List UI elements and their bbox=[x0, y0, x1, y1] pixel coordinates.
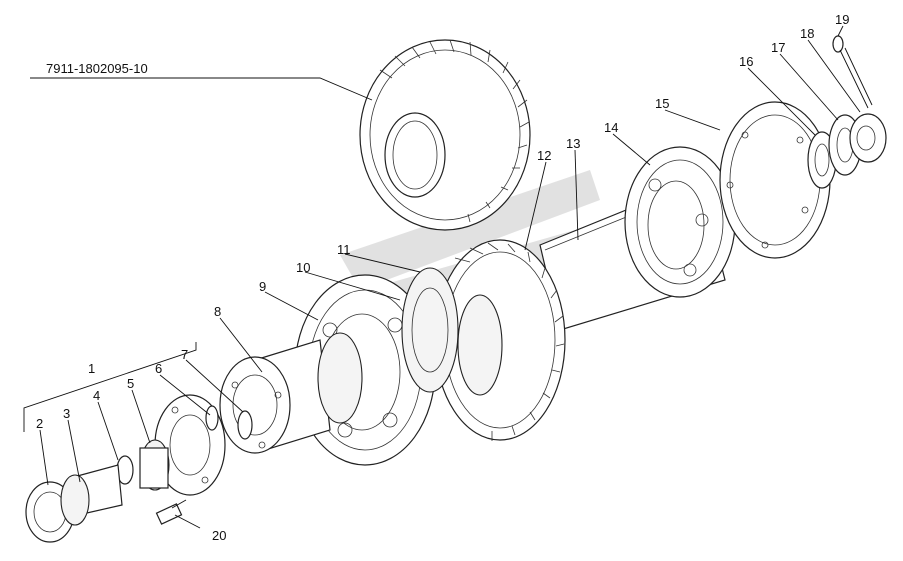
gear-teeth bbox=[379, 39, 530, 223]
bolt bbox=[155, 499, 187, 525]
needle-bearing bbox=[25, 474, 90, 543]
callout-11: 11 bbox=[337, 242, 351, 257]
callout-14: 14 bbox=[604, 120, 618, 135]
callout-6: 6 bbox=[155, 361, 162, 376]
callout-9: 9 bbox=[259, 279, 266, 294]
callout-10: 10 bbox=[296, 260, 310, 275]
part-number-label: 7911-1802095-10 bbox=[46, 61, 148, 76]
spline-shaft bbox=[317, 332, 363, 424]
spacer-ring bbox=[205, 405, 219, 431]
callout-12: 12 bbox=[537, 148, 551, 163]
spline-stub bbox=[139, 439, 170, 491]
callout-17: 17 bbox=[771, 40, 785, 55]
callout-2: 2 bbox=[36, 416, 43, 431]
callout-4: 4 bbox=[93, 388, 100, 403]
circlip bbox=[237, 410, 253, 440]
callout-16: 16 bbox=[739, 54, 753, 69]
callout-18: 18 bbox=[800, 26, 814, 41]
callout-13: 13 bbox=[566, 136, 580, 151]
callout-3: 3 bbox=[63, 406, 70, 421]
callout-5: 5 bbox=[127, 376, 134, 391]
callout-19: 19 bbox=[835, 12, 849, 27]
callout-15: 15 bbox=[655, 96, 669, 111]
leader-lines bbox=[23, 25, 861, 529]
idler-gear bbox=[359, 39, 531, 231]
callout-20: 20 bbox=[212, 528, 226, 543]
callout-8: 8 bbox=[214, 304, 221, 319]
callout-7: 7 bbox=[181, 347, 188, 362]
bearing-right bbox=[624, 146, 736, 298]
coupling-sleeve bbox=[219, 339, 331, 454]
callout-1: 1 bbox=[88, 361, 95, 376]
castle-nut bbox=[849, 113, 887, 163]
spline-hub bbox=[401, 267, 459, 393]
helical-gear bbox=[434, 239, 566, 441]
cotter-pin bbox=[832, 35, 873, 109]
